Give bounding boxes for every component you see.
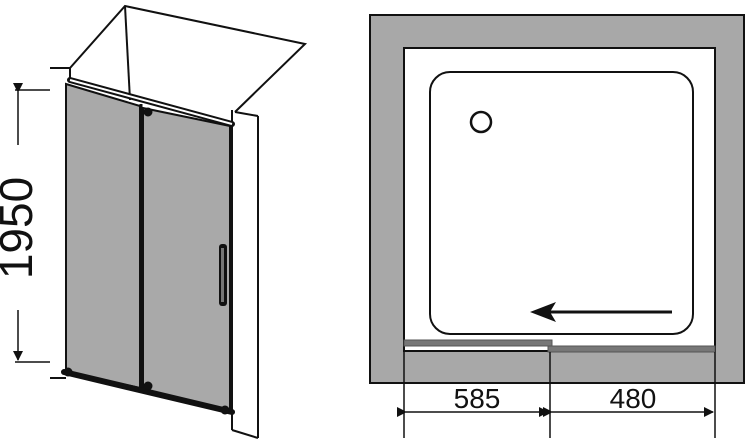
bottom-roller-left	[63, 367, 73, 377]
shower-tray	[429, 71, 694, 335]
top-rail-highlight	[69, 79, 233, 125]
back-wall-corner	[124, 5, 131, 101]
height-dimension: 1950	[0, 83, 50, 363]
door-handle	[219, 244, 227, 306]
plan-sliding-panel	[547, 345, 716, 353]
bottom-roller	[143, 381, 153, 391]
plan-fixed-panel	[403, 339, 553, 347]
niche-walls	[50, 4, 308, 439]
glass-panels	[65, 82, 231, 414]
sliding-glass-panel	[142, 106, 231, 414]
plan-view: 585 480	[369, 14, 745, 438]
sliding-direction-arrow	[530, 302, 672, 322]
right-wall-top-edge	[234, 111, 259, 117]
right-floor-edge	[231, 429, 259, 439]
dimension-left-label: 585	[454, 383, 501, 414]
width-dimensions	[397, 352, 716, 438]
top-roller	[143, 107, 153, 117]
bottom-rail	[61, 369, 235, 415]
rails	[61, 77, 235, 415]
dimension-right-label: 480	[610, 383, 657, 414]
drain-icon	[469, 110, 493, 134]
height-label: 1950	[0, 177, 42, 279]
fixed-glass-panel	[65, 82, 141, 390]
elevation-view: 1950	[0, 4, 308, 439]
handle-bar-highlight	[221, 248, 224, 302]
bottom-roller-right	[220, 405, 230, 415]
